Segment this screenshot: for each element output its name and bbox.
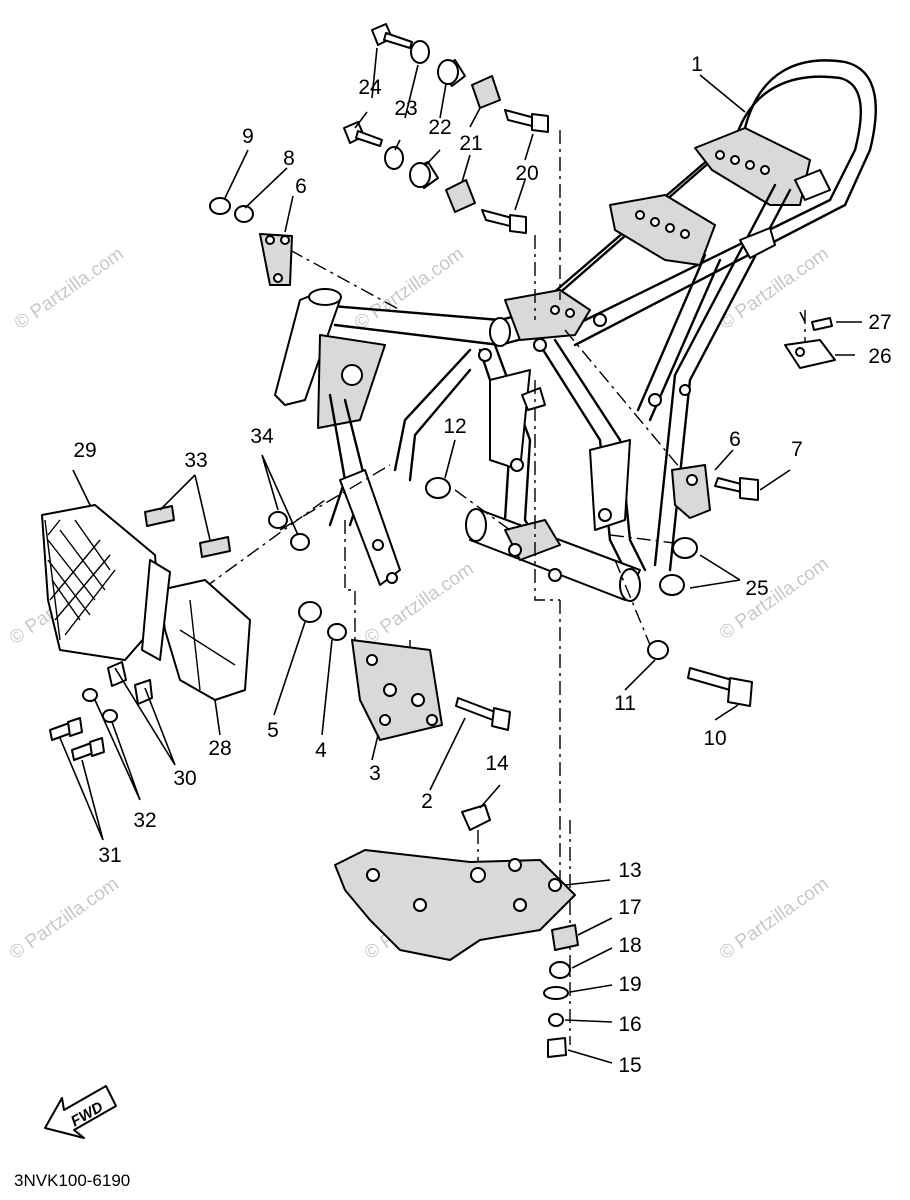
callout-12: 12: [443, 415, 466, 438]
callout-28: 28: [208, 737, 231, 760]
callout-14: 14: [485, 752, 509, 775]
callout-2: 2: [421, 790, 433, 813]
callout-32: 32: [133, 809, 156, 832]
frame: [274, 59, 877, 602]
callout-4: 4: [315, 739, 327, 762]
callout-23: 23: [394, 97, 417, 120]
watermark: © Partzilla.com: [716, 873, 833, 964]
lower-mount: [298, 601, 511, 741]
callout-6-right: 6: [729, 428, 741, 451]
callout-29: 29: [73, 439, 96, 462]
callout-1: 1: [691, 53, 703, 76]
callout-31: 31: [98, 844, 121, 867]
callout-13: 13: [618, 859, 641, 882]
callout-8: 8: [283, 147, 295, 170]
callout-numbers: 1 2 3 4 5 6 6 7 8 9 10 11 12 13 14 15 16…: [73, 53, 891, 1077]
callout-15: 15: [618, 1054, 641, 1077]
watermark: © Partzilla.com: [6, 873, 123, 964]
callout-34: 34: [250, 425, 274, 448]
watermark: © Partzilla.com: [11, 243, 128, 334]
callout-11: 11: [614, 692, 636, 715]
callout-7: 7: [791, 438, 803, 461]
callout-leaders: [59, 47, 862, 1064]
diagram-code: 3NVK100-6190: [14, 1171, 130, 1190]
skid-plate: [334, 804, 579, 1058]
callout-22: 22: [428, 116, 451, 139]
top-hardware: [343, 23, 549, 234]
callout-5: 5: [267, 719, 279, 742]
watermark: © Partzilla.com: [716, 553, 833, 644]
callout-33: 33: [184, 449, 207, 472]
callout-18: 18: [618, 934, 641, 957]
callout-6-upper: 6: [295, 175, 307, 198]
callout-17: 17: [618, 896, 641, 919]
upper-mount-hardware: [209, 197, 293, 286]
callout-25: 25: [745, 577, 768, 600]
callout-20: 20: [515, 162, 538, 185]
leader-lines: [159, 130, 806, 1045]
callout-24: 24: [358, 76, 382, 99]
callout-16: 16: [618, 1013, 641, 1036]
callout-9: 9: [242, 125, 254, 148]
callout-26: 26: [868, 345, 891, 368]
callout-30: 30: [173, 767, 196, 790]
watermark: © Partzilla.com: [351, 243, 468, 334]
callout-19: 19: [618, 973, 641, 996]
callout-10: 10: [703, 727, 726, 750]
callout-27: 27: [868, 311, 891, 334]
right-hardware: [425, 317, 836, 707]
headlight-assembly: [41, 504, 310, 761]
fwd-arrow: FWD: [44, 1085, 117, 1139]
callout-21: 21: [459, 132, 482, 155]
callout-3: 3: [369, 762, 381, 785]
